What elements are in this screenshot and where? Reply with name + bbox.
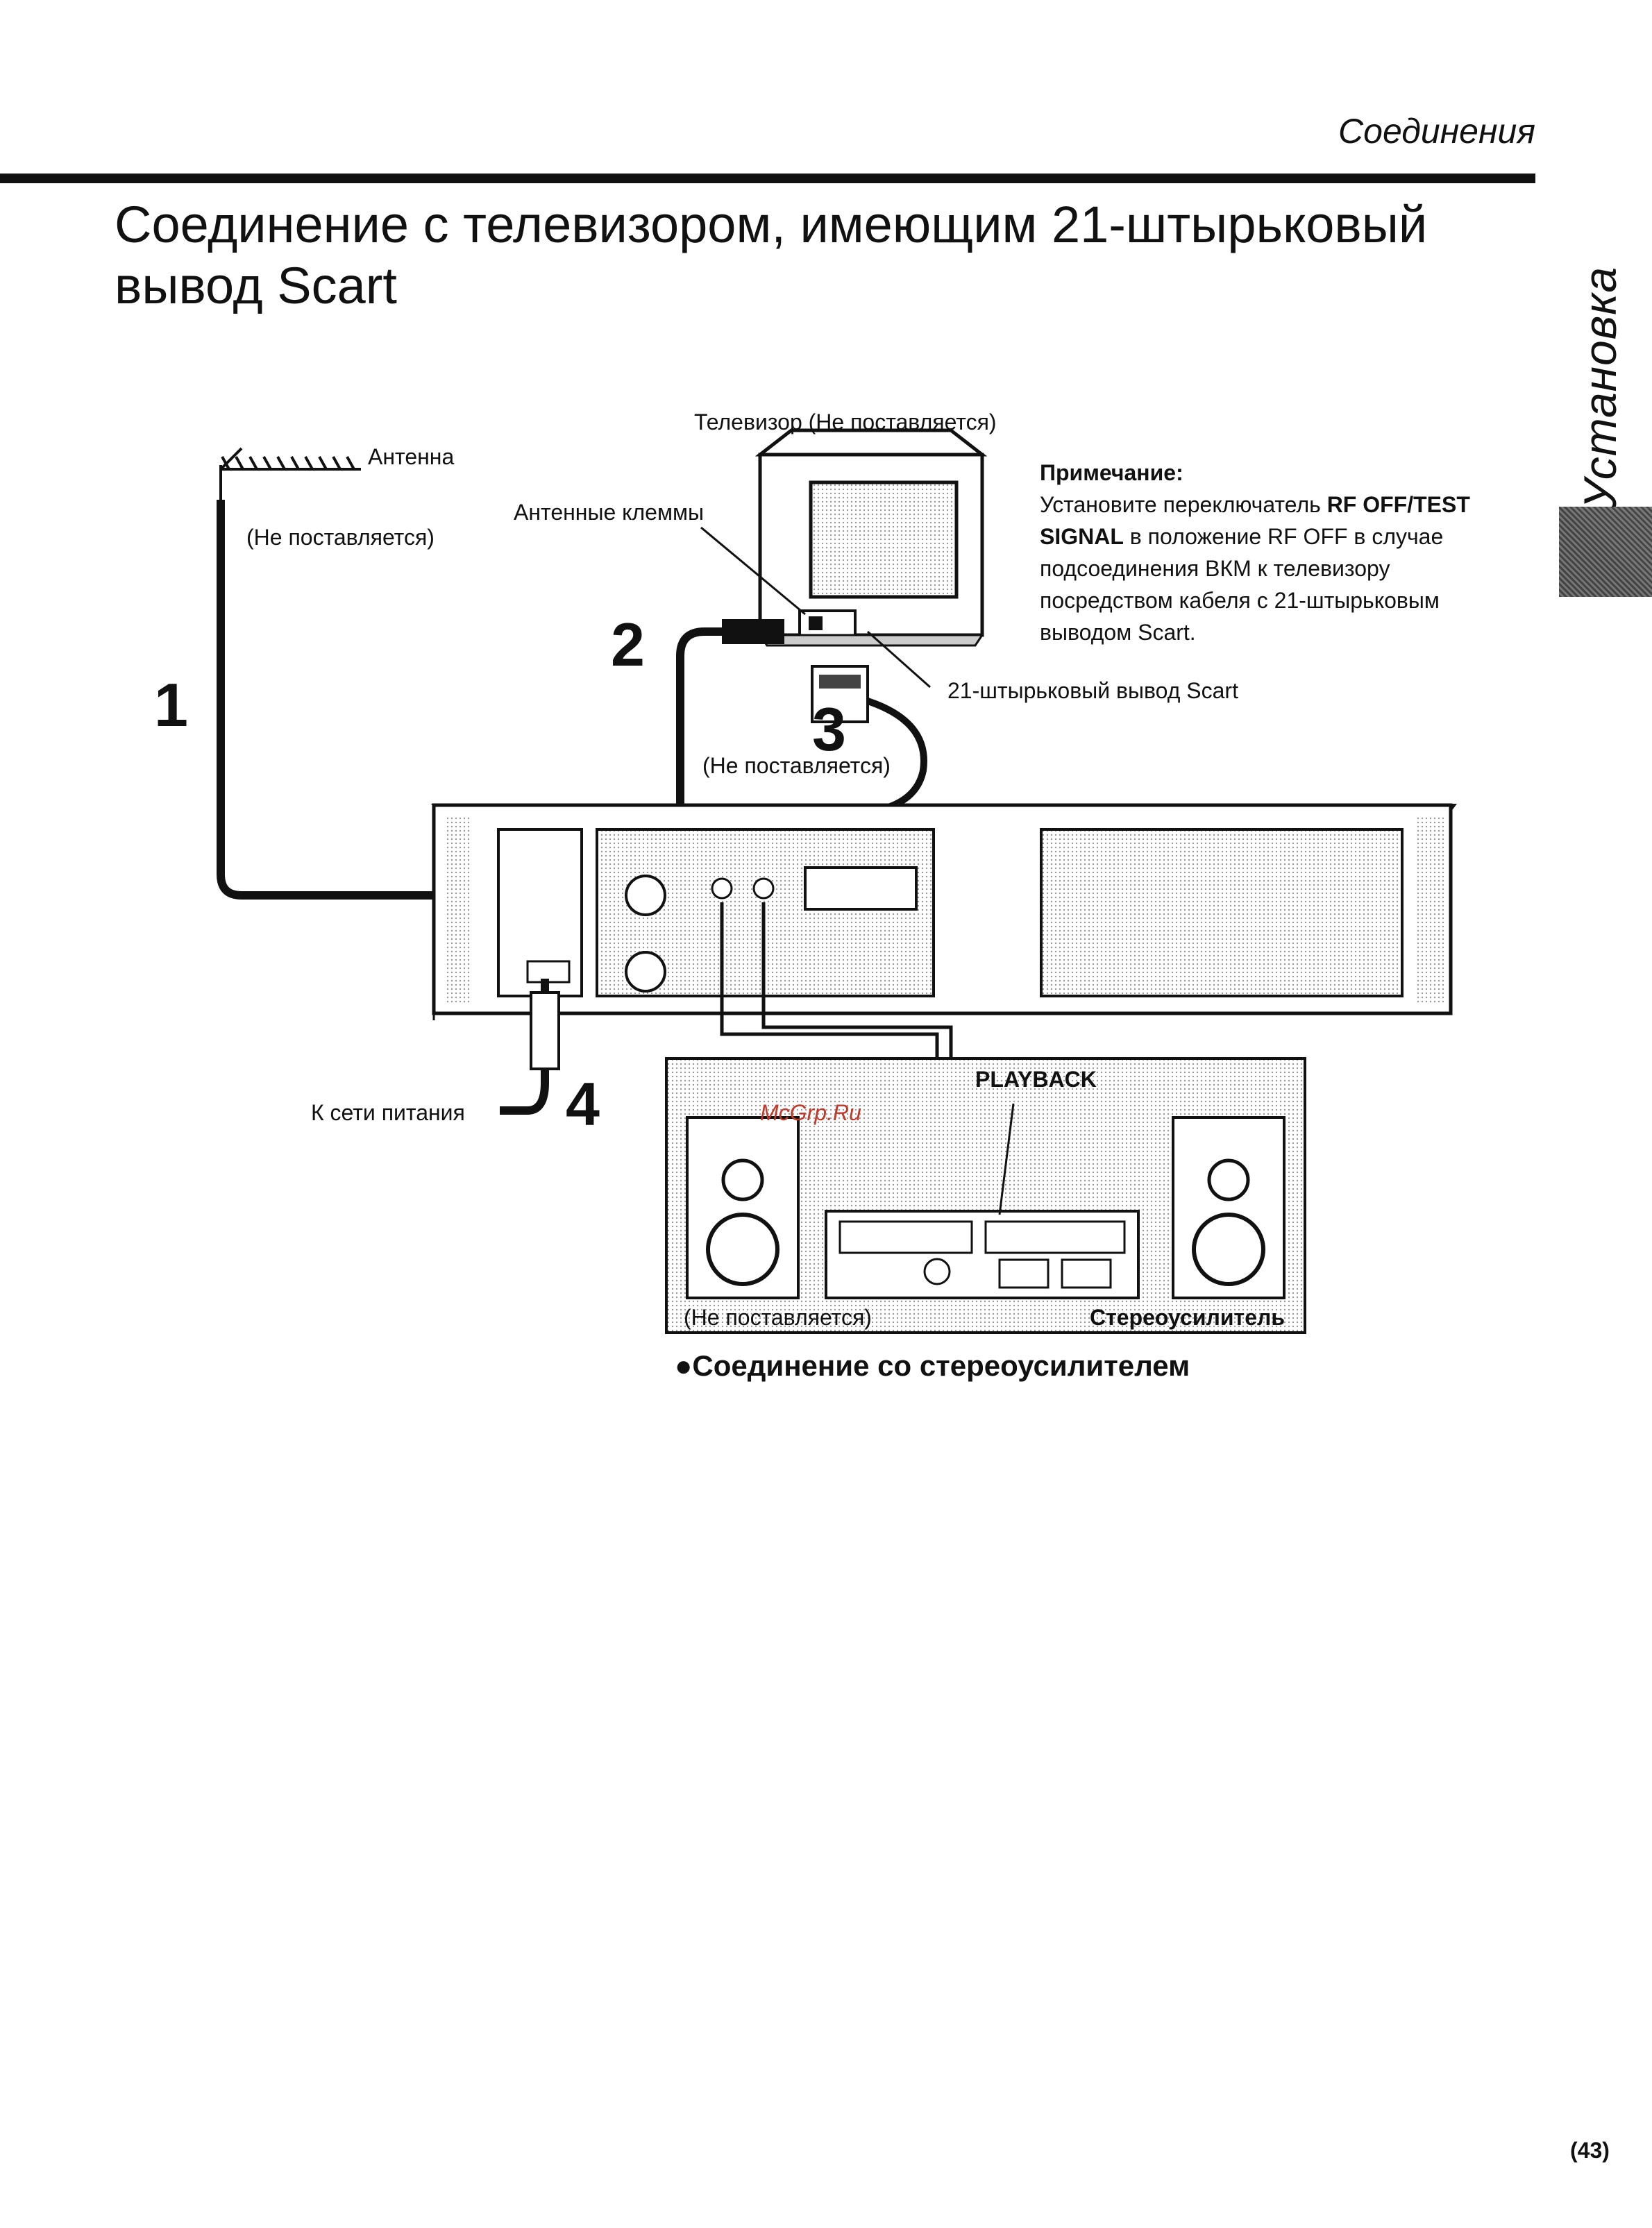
section-header: Соединения	[1338, 112, 1535, 151]
header-rule	[0, 174, 1535, 183]
stereo-caption: ●Соединение со стереоусилителем	[675, 1349, 1190, 1382]
page-title: Соединение с телевизором, имеющим 21-шты…	[115, 196, 1428, 314]
cable-2-plug-tv	[722, 619, 784, 644]
note-switch-name: RF OFF/TEST SIGNAL	[1040, 492, 1470, 549]
cable-4-mains	[500, 979, 549, 1115]
television-icon	[755, 428, 988, 647]
step-3: 3	[812, 695, 846, 763]
note: Примечание: Установите переключатель RF …	[1040, 457, 1484, 648]
step-2: 2	[611, 610, 645, 679]
leader-scart	[867, 630, 931, 689]
scart-cable-not-supplied-label: (Не поставляется)	[702, 753, 891, 778]
antenna-not-supplied-label: (Не поставляется)	[246, 525, 435, 550]
stereo-amp-label: Стереоусилитель	[1090, 1305, 1285, 1330]
side-tab-marker	[1559, 507, 1652, 597]
vcr-icon	[431, 803, 1457, 1020]
leader-antenna-terminals	[700, 526, 806, 616]
cable-2-rf	[659, 627, 770, 931]
playback-label: PLAYBACK	[975, 1067, 1097, 1092]
side-tab: Установка	[1548, 267, 1652, 597]
step-4: 4	[566, 1070, 600, 1138]
note-text-1: Установите переключатель	[1040, 492, 1327, 517]
step-1: 1	[154, 670, 188, 739]
stereo-not-supplied-label: (Не поставляется)	[684, 1305, 872, 1330]
note-heading: Примечание:	[1040, 460, 1183, 485]
mains-label: К сети питания	[311, 1100, 465, 1125]
cable-1-antenna	[217, 500, 548, 900]
scart-label: 21-штырьковый вывод Scart	[947, 678, 1238, 703]
mains-plug	[530, 991, 560, 1070]
antenna-icon	[219, 447, 361, 500]
tv-label: Телевизор (Не поставляется)	[694, 410, 997, 434]
antenna-label: Антенна	[368, 444, 455, 469]
note-text-2: в положение RF OFF в случае подсоединени…	[1040, 524, 1444, 645]
antenna-terminals-label: Антенные клеммы	[514, 500, 704, 525]
page-number: (43)	[1570, 2138, 1610, 2163]
watermark: McGrp.Ru	[760, 1100, 861, 1125]
stereo-panel	[665, 1057, 1306, 1334]
